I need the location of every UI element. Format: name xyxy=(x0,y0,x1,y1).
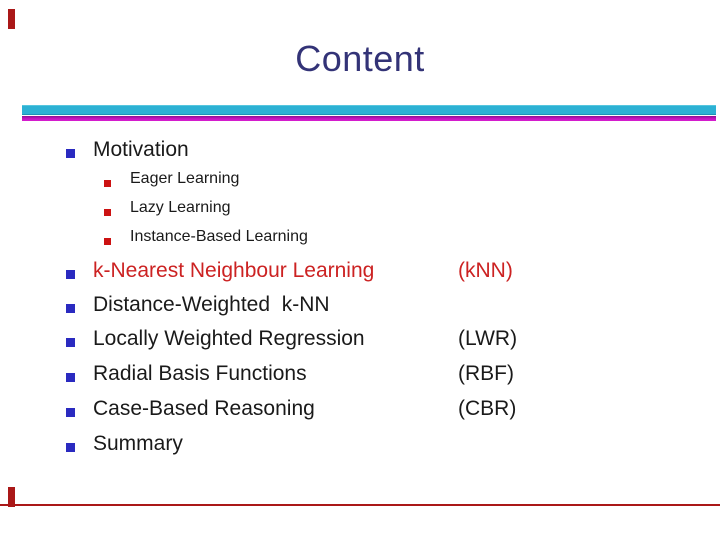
list-item-tag: (RBF) xyxy=(458,362,514,385)
red-corner-mark-bottom-left xyxy=(8,487,15,507)
list-item-label: Lazy Learning xyxy=(130,199,231,216)
list-item-label: Radial Basis Functions xyxy=(93,362,307,385)
square-bullet-icon xyxy=(66,443,75,452)
list-item-tag: (CBR) xyxy=(458,397,517,420)
square-bullet-icon xyxy=(66,373,75,382)
square-bullet-icon xyxy=(66,270,75,279)
list-item-label: Instance-Based Learning xyxy=(130,228,308,245)
list-item-tag: (kNN) xyxy=(458,259,513,282)
list-item-label: Distance-Weighted k-NN xyxy=(93,293,330,316)
square-bullet-icon xyxy=(104,180,111,187)
square-bullet-icon xyxy=(104,209,111,216)
square-bullet-icon xyxy=(66,304,75,313)
square-bullet-icon xyxy=(66,408,75,417)
list-item-label: k-Nearest Neighbour Learning xyxy=(93,259,375,282)
square-bullet-icon xyxy=(104,238,111,245)
list-item-label: Summary xyxy=(93,432,183,455)
list-item-label: Motivation xyxy=(93,138,189,161)
red-corner-mark-top-left xyxy=(8,9,15,29)
list-item-label: Case-Based Reasoning xyxy=(93,397,315,420)
divider-magenta-line xyxy=(22,116,716,121)
list-item-tag: (LWR) xyxy=(458,327,518,350)
slide-title: Content xyxy=(295,38,425,79)
red-footer-line xyxy=(0,504,720,506)
square-bullet-icon xyxy=(66,149,75,158)
square-bullet-icon xyxy=(66,338,75,347)
list-item-label: Eager Learning xyxy=(130,170,240,187)
divider-cyan-line xyxy=(22,105,716,115)
list-item-label: Locally Weighted Regression xyxy=(93,327,365,350)
